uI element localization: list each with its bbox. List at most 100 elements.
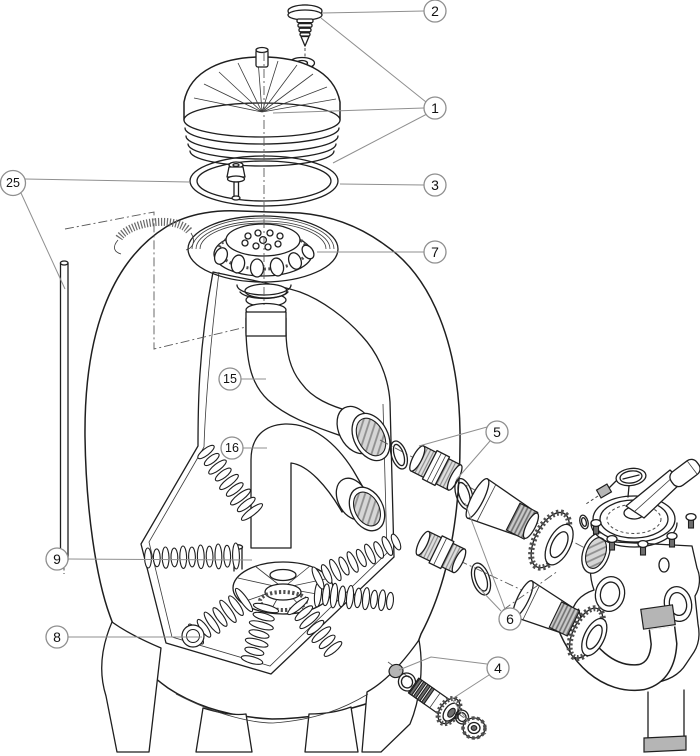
leader-line-1 bbox=[272, 107, 425, 114]
lateral-arm-rib bbox=[152, 548, 161, 568]
valve-port-front bbox=[594, 575, 626, 613]
lateral-arm-rib bbox=[179, 545, 188, 569]
lateral-arm-rib bbox=[311, 566, 325, 590]
lateral-arm-rib bbox=[338, 556, 350, 576]
lateral-arm-rib bbox=[306, 619, 325, 636]
callout-25 bbox=[0, 169, 27, 197]
lateral-arm-rib bbox=[252, 611, 275, 622]
lateral-arm-rib bbox=[390, 533, 402, 551]
leader-line-1 bbox=[320, 17, 427, 103]
lower-tank-connector bbox=[415, 530, 467, 574]
leader-line-4 bbox=[398, 656, 488, 671]
lateral-arm-rib bbox=[234, 587, 254, 613]
lateral-arm-rib bbox=[346, 551, 359, 573]
callout-8-label: 8 bbox=[53, 629, 61, 645]
lateral-arm-rib bbox=[252, 602, 280, 614]
leader-line-5 bbox=[418, 426, 488, 447]
callout-1 bbox=[423, 96, 447, 120]
bulkhead-upper bbox=[379, 439, 601, 571]
callout-15 bbox=[218, 367, 242, 391]
lateral-arm-rib bbox=[230, 488, 251, 506]
lateral-arm-rib bbox=[170, 547, 179, 568]
lateral-arm-rib bbox=[294, 605, 314, 622]
lateral-arm-rib bbox=[144, 547, 152, 569]
base-right-leg bbox=[361, 639, 422, 753]
lateral-arm-rib bbox=[353, 587, 363, 609]
upper-oring-a bbox=[389, 440, 409, 470]
callout-6-label: 6 bbox=[506, 611, 514, 627]
lateral-arm-rib bbox=[311, 626, 332, 644]
lateral-arm-rib bbox=[385, 591, 395, 611]
lateral-arm-rib bbox=[329, 558, 342, 582]
leader-line-6 bbox=[464, 502, 506, 610]
lateral-arm-rib bbox=[321, 583, 331, 607]
upper-cone-adapter bbox=[465, 478, 540, 540]
lateral-arm-rib bbox=[203, 452, 220, 467]
callout-16 bbox=[220, 436, 244, 460]
lateral-arm-rib bbox=[214, 543, 223, 570]
lower-oring bbox=[470, 562, 492, 596]
lateral-arm-rib bbox=[355, 548, 367, 568]
lateral-arm-rib bbox=[223, 544, 232, 568]
pressure-gauge bbox=[585, 467, 647, 505]
lower-cone-adapter bbox=[512, 580, 581, 637]
callout-16-label: 16 bbox=[225, 441, 239, 455]
upper-small-oring bbox=[579, 514, 589, 530]
lateral-arm-rib bbox=[364, 543, 376, 565]
callout-6 bbox=[498, 607, 522, 631]
leader-line-2 bbox=[321, 10, 425, 14]
leader-line-5 bbox=[455, 440, 491, 481]
multiport-valve bbox=[552, 458, 700, 753]
bulkhead-lower bbox=[415, 530, 581, 637]
upper-union-nut bbox=[528, 509, 574, 571]
leader-line-25 bbox=[24, 178, 190, 183]
callout-4-label: 4 bbox=[494, 660, 502, 676]
section-plane-lines bbox=[64, 52, 559, 611]
callout-3-label: 3 bbox=[431, 177, 439, 193]
lid-assembly bbox=[183, 46, 341, 167]
lateral-arm-rib bbox=[236, 496, 256, 513]
valve-handle bbox=[625, 458, 700, 519]
lateral-arm-rib bbox=[287, 596, 309, 616]
leader-line-1 bbox=[332, 113, 428, 164]
base-left-leg bbox=[101, 621, 162, 753]
lateral-arm-rib bbox=[188, 546, 196, 568]
lateral-arm-rib bbox=[232, 542, 240, 570]
lateral-arm-rib bbox=[299, 611, 321, 630]
lateral-arm-rib bbox=[219, 599, 237, 623]
lateral-arm-end-cap-inner bbox=[186, 629, 200, 643]
base-front-right-foot bbox=[304, 706, 359, 753]
callout-2-label: 2 bbox=[431, 3, 439, 19]
valve-bottom-outlet bbox=[643, 689, 687, 753]
callout-25-label: 25 bbox=[6, 176, 20, 190]
air-relief-valve bbox=[226, 161, 246, 201]
lateral-arms bbox=[144, 444, 402, 665]
drain-assembly bbox=[387, 661, 487, 740]
callout-3 bbox=[423, 173, 447, 197]
callout-8 bbox=[45, 625, 69, 649]
valve-clamp-bolts bbox=[590, 512, 697, 556]
lateral-arm-rib bbox=[318, 634, 336, 650]
lateral-arm-rib bbox=[161, 546, 170, 569]
lower-standpipe-elbow bbox=[250, 423, 386, 549]
leader-line-4 bbox=[451, 674, 490, 724]
callout-5 bbox=[485, 420, 509, 444]
lateral-arm-rib bbox=[329, 582, 339, 609]
lateral-arm-rib bbox=[197, 444, 215, 460]
leader-line-9 bbox=[67, 558, 253, 561]
callout-5-label: 5 bbox=[493, 424, 501, 440]
valve-port-left bbox=[581, 532, 611, 574]
drain-plug-nut bbox=[461, 716, 487, 740]
callout-7-label: 7 bbox=[431, 244, 439, 260]
lateral-arm-rib bbox=[361, 587, 371, 611]
callout-2 bbox=[423, 0, 447, 23]
callout-9 bbox=[45, 547, 69, 571]
leader-line-6 bbox=[479, 588, 502, 612]
lateral-arm-rib bbox=[369, 589, 379, 610]
base-front-left-foot bbox=[195, 707, 253, 753]
lateral-arm-rib bbox=[212, 607, 228, 627]
upper-tank-connector bbox=[409, 445, 463, 491]
lateral-arm-rib bbox=[225, 482, 244, 497]
spring-coil bbox=[114, 217, 194, 255]
